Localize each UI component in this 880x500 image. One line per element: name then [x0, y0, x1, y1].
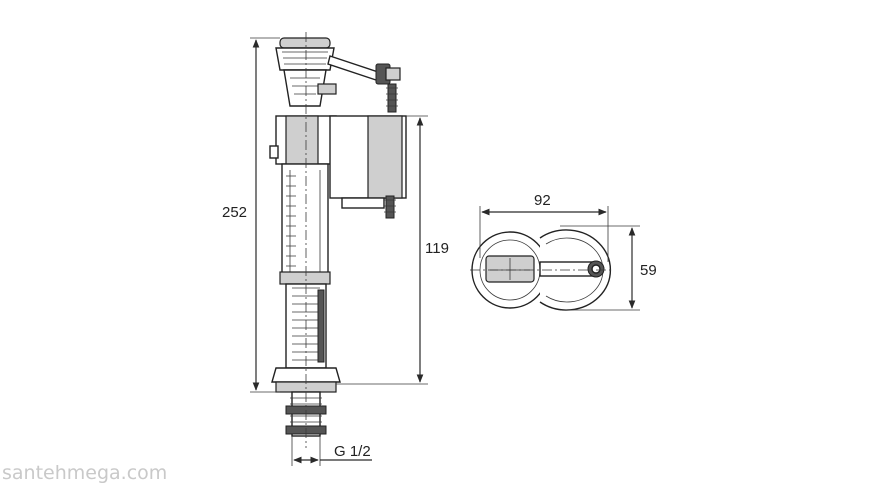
dimension-92: 92: [479, 192, 609, 262]
valve-top-view: [470, 229, 612, 311]
dimension-thread: G 1/2: [291, 436, 372, 466]
thread-label: G 1/2: [334, 443, 371, 460]
height-inlet-label: 119: [425, 240, 449, 257]
dimension-119: 119: [336, 115, 449, 385]
height-total-label: 252: [222, 204, 247, 221]
valve-side-view: [269, 32, 407, 448]
dimension-252: 252: [222, 37, 280, 393]
width-top-label: 92: [534, 192, 551, 209]
watermark-text: santehmega.com: [2, 462, 167, 484]
depth-top-label: 59: [640, 262, 657, 279]
dimension-59: 59: [560, 225, 657, 311]
